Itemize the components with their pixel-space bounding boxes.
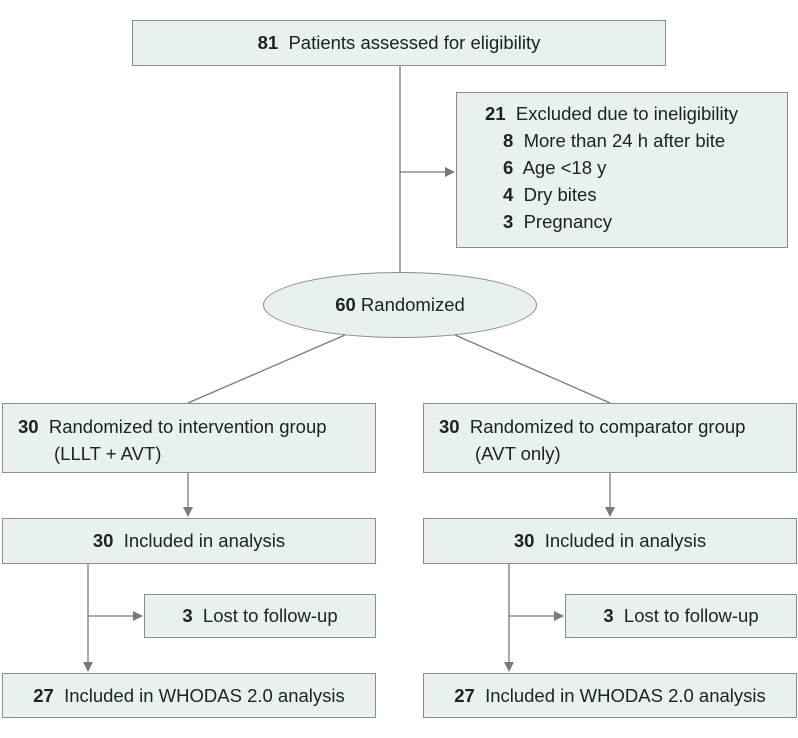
comparator-analysis-label: Included in analysis [544, 530, 707, 551]
intervention-analysis-count: 30 [92, 530, 114, 551]
assessed-count: 81 [257, 32, 279, 53]
randomized-node: 60 Randomized [263, 272, 537, 338]
excluded-label: Excluded due to ineligibility [515, 103, 738, 124]
reason-label: Dry bites [523, 184, 597, 205]
intervention-whodas-label: Included in WHODAS 2.0 analysis [64, 685, 345, 706]
comparator-analysis-box: 30 Included in analysis [423, 518, 797, 564]
reason-count: 6 [503, 157, 514, 178]
randomized-label: Randomized [360, 294, 465, 315]
excluded-reason: 8 More than 24 h after bite [485, 127, 787, 154]
intervention-lost-box: 3 Lost to follow-up [144, 594, 376, 638]
comparator-allocation-box: 30 Randomized to comparator group (AVT o… [423, 403, 797, 473]
randomized-count: 60 [335, 294, 356, 315]
intervention-lost-count: 3 [182, 605, 193, 626]
excluded-reason: 4 Dry bites [485, 181, 787, 208]
comparator-allocated-count: 30 [439, 416, 460, 437]
branch-left-line [187, 334, 346, 404]
excluded-count: 21 [485, 103, 506, 124]
comparator-whodas-box: 27 Included in WHODAS 2.0 analysis [423, 673, 797, 718]
assessed-box: 81 Patients assessed for eligibility [132, 20, 666, 66]
reason-label: Age <18 y [522, 157, 607, 178]
comparator-allocated-label: Randomized to comparator group [469, 416, 746, 437]
intervention-analysis-label: Included in analysis [123, 530, 286, 551]
comparator-lost-count: 3 [603, 605, 614, 626]
intervention-allocation-box: 30 Randomized to intervention group (LLL… [2, 403, 376, 473]
excluded-reason: 6 Age <18 y [485, 154, 787, 181]
intervention-allocated-detail: (LLLT + AVT) [54, 443, 162, 464]
intervention-whodas-box: 27 Included in WHODAS 2.0 analysis [2, 673, 376, 718]
reason-count: 8 [503, 130, 514, 151]
excluded-reason: 3 Pregnancy [485, 208, 787, 235]
comparator-analysis-count: 30 [513, 530, 535, 551]
intervention-allocated-count: 30 [18, 416, 39, 437]
intervention-allocated-label: Randomized to intervention group [48, 416, 327, 437]
intervention-whodas-count: 27 [33, 685, 54, 706]
comparator-lost-label: Lost to follow-up [623, 605, 759, 626]
branch-right-line [454, 334, 611, 404]
assessed-label: Patients assessed for eligibility [288, 32, 541, 53]
comparator-lost-box: 3 Lost to follow-up [565, 594, 797, 638]
intervention-lost-label: Lost to follow-up [202, 605, 338, 626]
comparator-whodas-count: 27 [454, 685, 475, 706]
reason-count: 3 [503, 211, 514, 232]
intervention-analysis-box: 30 Included in analysis [2, 518, 376, 564]
reason-label: More than 24 h after bite [523, 130, 726, 151]
comparator-whodas-label: Included in WHODAS 2.0 analysis [485, 685, 766, 706]
excluded-box: 21 Excluded due to ineligibility 8 More … [456, 92, 788, 248]
excluded-total: 21 Excluded due to ineligibility [485, 100, 787, 127]
reason-count: 4 [503, 184, 514, 205]
comparator-allocated-detail: (AVT only) [475, 443, 561, 464]
reason-label: Pregnancy [523, 211, 613, 232]
